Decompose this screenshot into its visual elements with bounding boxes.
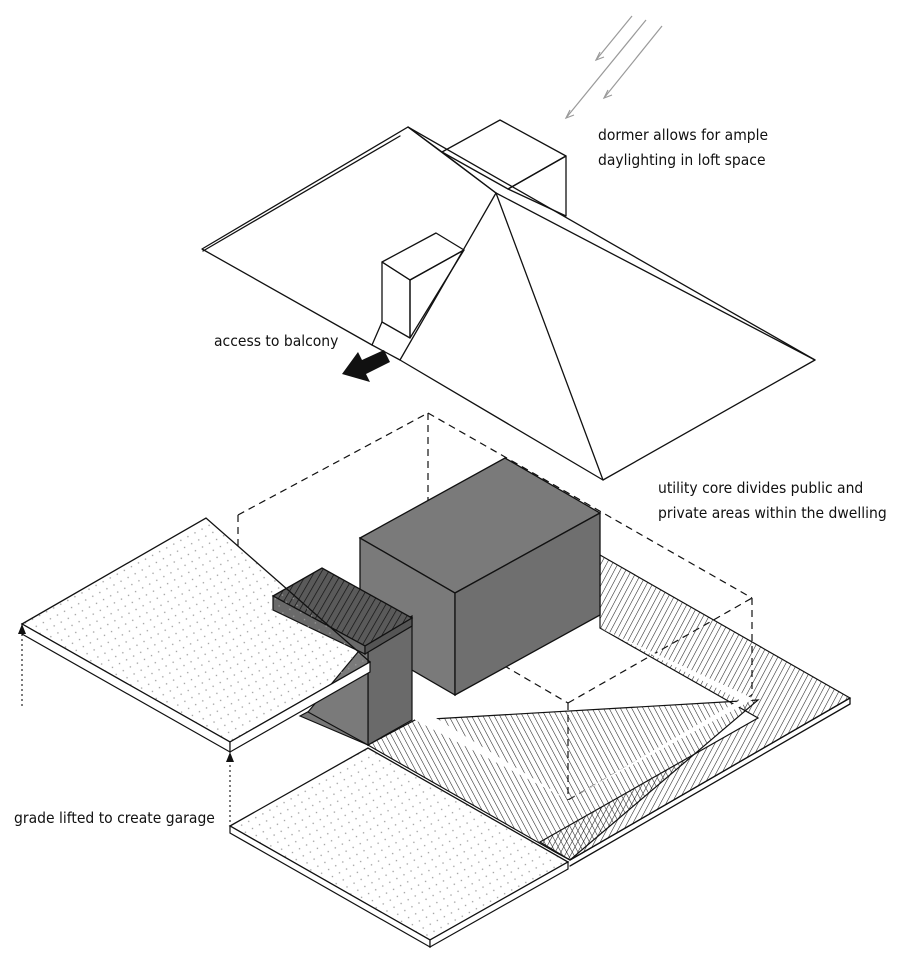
- label-utility-core-line2: private areas within the dwelling: [658, 504, 887, 522]
- roof-outline: [201, 126, 816, 481]
- label-balcony: access to balcony: [214, 332, 338, 350]
- balcony-arrow: [342, 350, 390, 382]
- label-utility-core: utility core divides public and private …: [658, 479, 887, 522]
- dormer-rear: [441, 119, 567, 217]
- deck-ring: [366, 553, 852, 867]
- label-grade: grade lifted to create garage: [14, 809, 215, 827]
- lift-arrows: [18, 624, 234, 822]
- roof: [201, 119, 816, 481]
- ground-slab-lower: [228, 747, 570, 949]
- sun-rays: [564, 15, 663, 120]
- roof-hip-line: [495, 192, 604, 481]
- label-dormer: dormer allows for ample daylighting in l…: [598, 126, 768, 169]
- label-dormer-line2: daylighting in loft space: [598, 151, 766, 169]
- balcony-cutout: [371, 232, 465, 346]
- utility-core-right: [454, 511, 601, 697]
- label-dormer-line1: dormer allows for ample: [598, 126, 768, 144]
- garage-slab-raised: [20, 517, 372, 754]
- label-utility-core-line1: utility core divides public and: [658, 479, 863, 497]
